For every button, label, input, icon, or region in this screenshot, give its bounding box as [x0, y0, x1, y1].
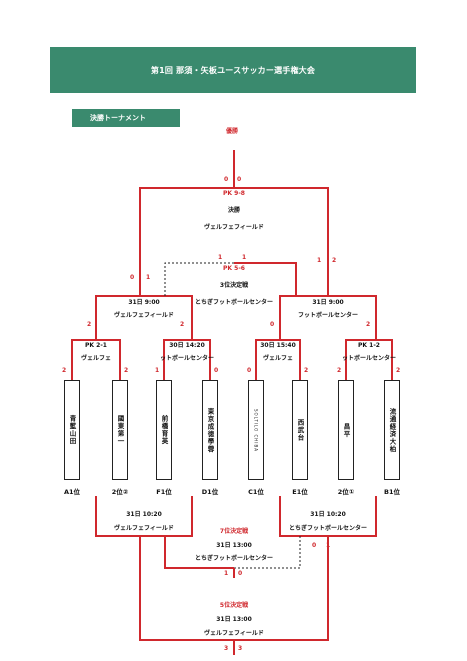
semi-right-top-score-left: 1: [317, 257, 322, 264]
place-left-date: 31日 10:20: [126, 511, 162, 518]
third-score-left: 1: [218, 254, 223, 261]
third-score-right: 1: [242, 254, 247, 261]
seventh-bar-right: [234, 536, 301, 569]
qf3-bar: [255, 339, 301, 380]
team-seed: 2位①: [337, 488, 355, 496]
qf3-score-left: 0: [247, 367, 252, 374]
fifth-venue: ヴェルフェフィールド: [204, 630, 264, 637]
place-left-venue: ヴェルフェフィールド: [114, 525, 174, 532]
final-score-left: 0: [224, 176, 229, 183]
semi-right-date: 31日 9:00: [312, 299, 344, 306]
final-pk: PK 9-8: [223, 190, 245, 197]
qf2-line2: ットボールセンター: [159, 355, 215, 362]
team-seed: A1位: [63, 488, 81, 496]
right-score-left: 0: [312, 542, 317, 549]
qf1-score-left: 2: [62, 367, 67, 374]
semi-left-top-score-left: 0: [130, 274, 135, 281]
qf4-score-right: 2: [396, 367, 401, 374]
qf4-score-left: 2: [337, 367, 342, 374]
team-name: 西武台: [296, 418, 304, 442]
seventh-venue: とちぎフットボールセンター: [194, 555, 274, 562]
team-box: 昌平: [338, 380, 354, 480]
team-box: 國東第一: [112, 380, 128, 480]
qf1-line1: PK 2-1: [85, 342, 107, 349]
qf2-bar: [163, 339, 211, 380]
third-pk: PK 5-6: [223, 265, 245, 272]
seventh-label: 7位決定戦: [219, 528, 249, 535]
semi-left-date: 31日 9:00: [128, 299, 160, 306]
semi-left-venue: ヴェルフェフィールド: [114, 312, 174, 319]
team-box: 前橋育英: [156, 380, 172, 480]
tournament-title: 第1回 那須・矢板ユースサッカー選手権大会: [150, 65, 316, 75]
semi-left-bar: [95, 295, 193, 340]
qf4-line1: PK 1-2: [358, 342, 380, 349]
semi-left-score-right: 2: [180, 321, 185, 328]
team-name: 東京成徳學蓉: [206, 407, 214, 453]
team-seed: 2位②: [111, 488, 129, 496]
third-bar-left: [164, 262, 234, 296]
seventh-score-left: 1: [224, 570, 229, 577]
fifth-score-right: 3: [238, 645, 243, 652]
fifth-date: 31日 13:00: [216, 616, 252, 623]
team-box: SOLTILO CHIBA: [248, 380, 264, 480]
semi-right-top-score-right: 2: [332, 257, 337, 264]
third-round: 3位決定戦: [219, 282, 249, 289]
place-right-venue: とちぎフットボールセンター: [288, 525, 368, 532]
seventh-score-right: 0: [238, 570, 243, 577]
semi-left-score-left: 2: [87, 321, 92, 328]
team-name: 前橋育英: [160, 415, 168, 445]
third-bar-right: [234, 262, 297, 296]
final-bar: [139, 187, 329, 282]
fifth-bar: [139, 536, 329, 641]
third-venue: とちぎフットボールセンター: [194, 299, 274, 306]
seventh-bar-left: [164, 536, 234, 569]
qf2-score-right: 0: [214, 367, 219, 374]
team-box: 流通経済大柏: [384, 380, 400, 480]
qf1-line2: ヴェルフェ: [80, 355, 112, 362]
fifth-label: 5位決定戦: [219, 602, 249, 609]
team-seed: C1位: [248, 488, 264, 496]
team-name: 青藍山田: [68, 415, 76, 445]
team-name: 流通経済大柏: [388, 407, 396, 453]
qf4-bar: [345, 339, 393, 380]
team-box: 青藍山田: [64, 380, 80, 480]
team-seed: E1位: [292, 488, 308, 496]
team-seed: F1位: [156, 488, 172, 496]
place-right-date: 31日 10:20: [310, 511, 346, 518]
team-box: 東京成徳學蓉: [202, 380, 218, 480]
qf1-bar: [71, 339, 121, 380]
winner-label: 優勝: [225, 128, 239, 135]
fifth-score-left: 3: [224, 645, 229, 652]
team-box: 西武台: [292, 380, 308, 480]
team-name: 昌平: [342, 422, 350, 438]
team-seed: D1位: [201, 488, 219, 496]
semi-right-score-left: 0: [270, 321, 275, 328]
qf2-score-left: 1: [155, 367, 160, 374]
place-left-bar: [95, 496, 193, 537]
qf1-score-right: 2: [124, 367, 129, 374]
team-name: SOLTILO CHIBA: [253, 408, 259, 452]
qf3-score-right: 2: [304, 367, 309, 374]
section-label: 決勝トーナメント: [72, 109, 180, 127]
qf2-line1: 30日 14:20: [169, 342, 205, 349]
semi-right-score-right: 2: [366, 321, 371, 328]
team-name: 國東第一: [116, 415, 124, 445]
final-venue: ヴェルフェフィールド: [204, 224, 264, 231]
right-score-right: 1: [326, 542, 331, 549]
final-score-right: 0: [237, 176, 242, 183]
team-seed: B1位: [384, 488, 400, 496]
qf3-line1: 30日 15:40: [260, 342, 296, 349]
qf3-line2: ヴェルフェ: [262, 355, 294, 362]
seventh-date: 31日 13:00: [216, 542, 252, 549]
qf4-line2: ットボールセンター: [341, 355, 397, 362]
final-round: 決勝: [227, 207, 241, 214]
semi-left-top-score-right: 1: [146, 274, 151, 281]
tournament-header: 第1回 那須・矢板ユースサッカー選手権大会: [50, 47, 416, 93]
semi-right-venue: フットボールセンター: [297, 312, 359, 319]
